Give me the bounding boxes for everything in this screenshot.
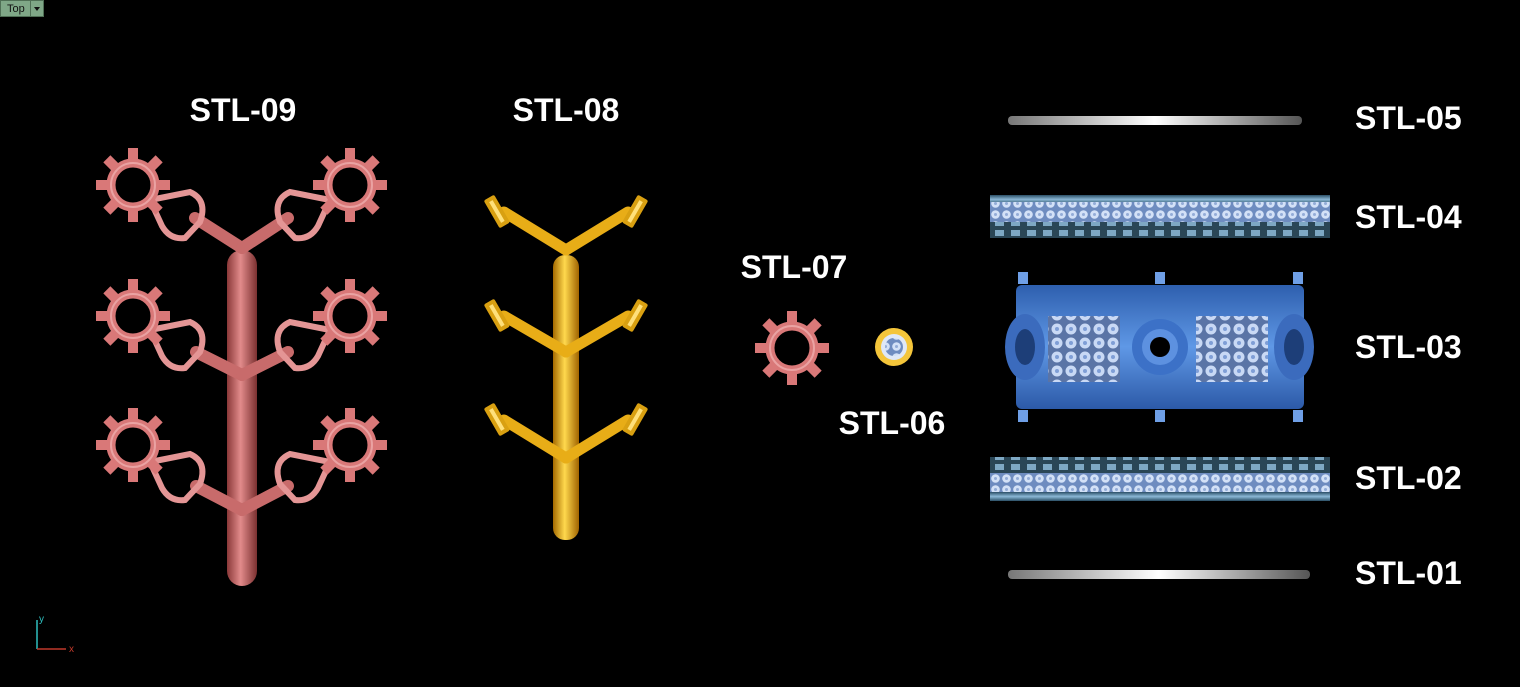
viewport-tab-label[interactable]: Top (7, 3, 25, 15)
stl-02-model[interactable] (990, 457, 1330, 501)
stl-04-model[interactable] (990, 195, 1330, 238)
label-stl-08: STL-08 (513, 92, 620, 128)
stl-07-model[interactable] (755, 311, 829, 385)
label-stl-07: STL-07 (741, 249, 848, 285)
stl-08-model[interactable] (483, 194, 649, 540)
x-axis-label: x (69, 644, 74, 655)
label-stl-05: STL-05 (1355, 100, 1462, 136)
stl-09-model[interactable] (96, 148, 387, 586)
y-axis-label: y (39, 614, 44, 625)
axis-indicator: y x (36, 614, 74, 655)
label-stl-01: STL-01 (1355, 555, 1462, 591)
label-stl-03: STL-03 (1355, 329, 1462, 365)
label-stl-06: STL-06 (839, 405, 946, 441)
label-stl-09: STL-09 (190, 92, 297, 128)
viewport-tab[interactable]: Top (0, 0, 44, 17)
label-stl-04: STL-04 (1355, 199, 1462, 235)
stl-06-model[interactable] (875, 328, 913, 366)
stl-05-model[interactable] (1008, 116, 1302, 125)
stl-01-model[interactable] (1008, 570, 1310, 579)
stl-03-model[interactable] (1005, 272, 1314, 422)
label-stl-02: STL-02 (1355, 460, 1462, 496)
dropdown-arrow-icon[interactable] (29, 1, 43, 16)
